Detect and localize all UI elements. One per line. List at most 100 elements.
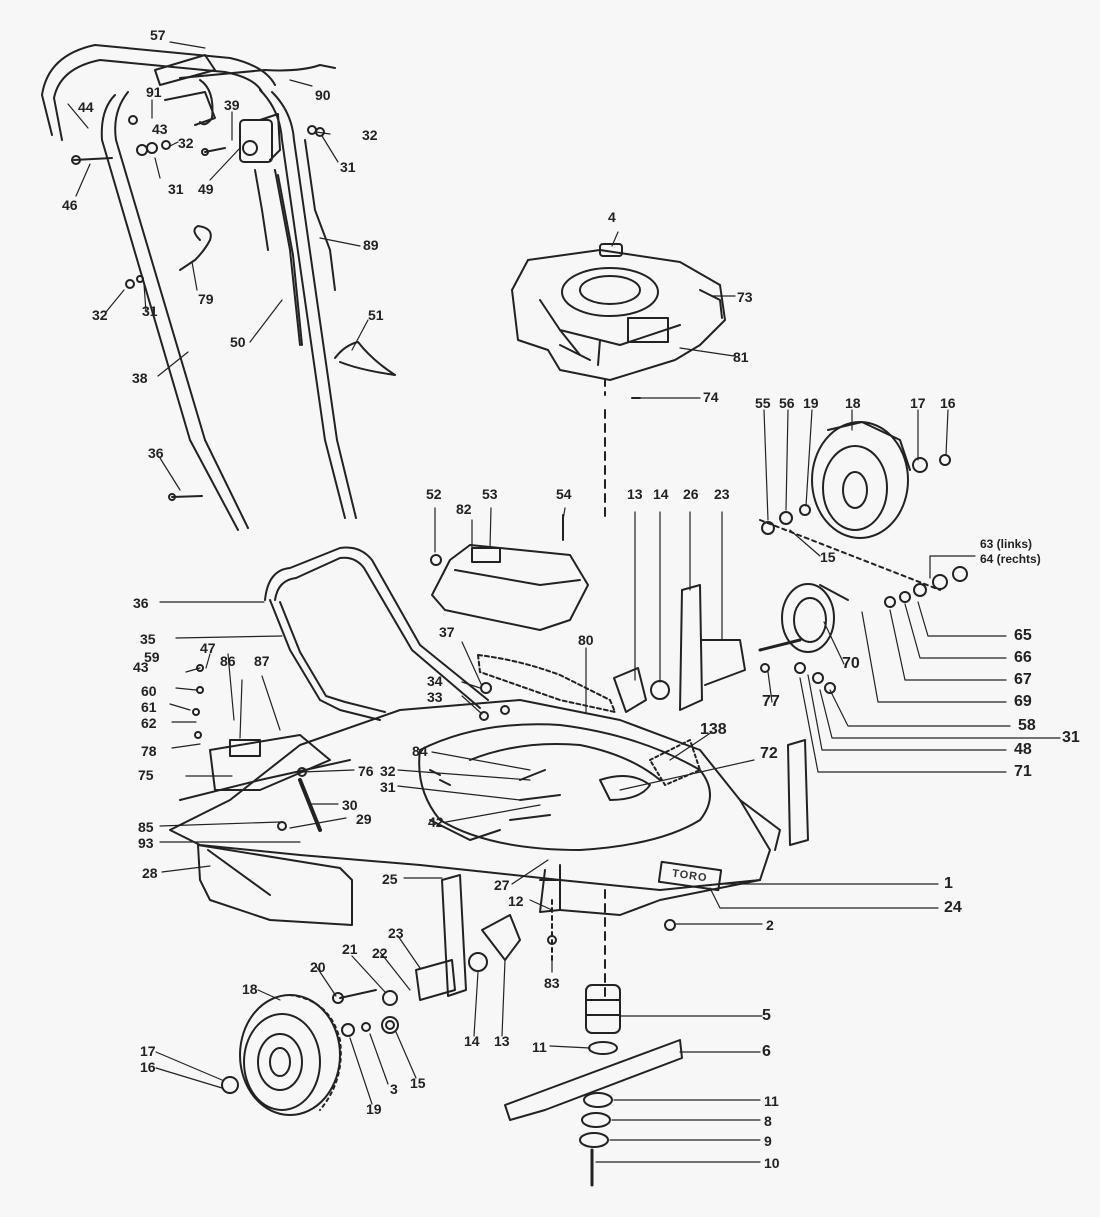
callout-46: 46	[62, 197, 78, 213]
callout-49: 49	[198, 181, 214, 197]
callout-50: 50	[230, 334, 246, 350]
callout-55: 55	[755, 395, 771, 411]
callout-11: 11	[764, 1093, 779, 1109]
callout-34: 34	[427, 673, 443, 689]
cable-tie	[334, 341, 396, 376]
callout-66: 66	[1014, 649, 1032, 666]
callout-15: 15	[820, 549, 836, 565]
callout-44: 44	[78, 99, 94, 115]
callout-78: 78	[141, 743, 157, 759]
mower-deck	[169, 699, 781, 916]
axle-hardware	[758, 454, 968, 694]
callout-10: 10	[764, 1155, 780, 1171]
blade-assembly	[504, 879, 683, 1187]
callout-18: 18	[845, 395, 861, 411]
callout-62: 62	[141, 715, 157, 731]
callout-89: 89	[363, 237, 379, 253]
callout-35: 35	[140, 631, 156, 647]
callout-81: 81	[733, 349, 749, 365]
callout-11: 11	[532, 1039, 547, 1055]
callout-85: 85	[138, 819, 154, 835]
callout-31: 31	[380, 779, 396, 795]
callout-80: 80	[578, 632, 594, 648]
cable-clip	[179, 225, 212, 271]
callout-4: 4	[608, 209, 616, 225]
height-adjuster-right	[613, 584, 809, 846]
leader-lines	[67, 41, 1061, 1163]
callout-74: 74	[703, 389, 719, 405]
callout-31: 31	[142, 303, 158, 319]
callout-17: 17	[140, 1043, 156, 1059]
callout-31: 31	[340, 159, 356, 175]
callout-42: 42	[428, 814, 444, 830]
control-bail	[199, 79, 214, 126]
callout-87: 87	[254, 653, 270, 669]
callout-33: 33	[427, 689, 443, 705]
lower-handle	[264, 546, 489, 721]
callout-91: 91	[146, 84, 162, 100]
callout-48: 48	[1014, 741, 1032, 758]
rear-deflector-bracket	[179, 734, 351, 801]
callout-6: 6	[762, 1043, 771, 1060]
rear-wheel-cap-left	[781, 583, 849, 653]
callout-43: 43	[152, 121, 168, 137]
engine	[511, 243, 726, 521]
callout-53: 53	[482, 486, 498, 502]
callout-59: 59	[144, 649, 160, 665]
callout-39: 39	[224, 97, 240, 113]
callout-1: 1	[944, 875, 953, 892]
callout-30: 30	[342, 797, 358, 813]
handle-cables	[254, 139, 336, 346]
callout-36: 36	[133, 595, 149, 611]
callout-20: 20	[310, 959, 326, 975]
callout-16: 16	[140, 1059, 156, 1075]
callout-3: 3	[390, 1081, 398, 1097]
callout-83: 83	[544, 975, 560, 991]
callout-23: 23	[714, 486, 730, 502]
callout-54: 54	[556, 486, 572, 502]
callout-64-rechts: 64 (rechts)	[980, 552, 1041, 566]
callout-12: 12	[508, 893, 524, 909]
callout-22: 22	[372, 945, 388, 961]
rear-flap	[197, 844, 353, 926]
rear-wheel-right	[811, 421, 911, 539]
callout-90: 90	[315, 87, 331, 103]
callout-58: 58	[1018, 717, 1036, 734]
callout-32: 32	[178, 135, 194, 151]
callout-73: 73	[737, 289, 753, 305]
callout-60: 60	[141, 683, 157, 699]
callout-86: 86	[220, 653, 236, 669]
callout-56: 56	[779, 395, 795, 411]
callout-24: 24	[944, 899, 962, 916]
callout-61: 61	[141, 699, 157, 715]
callout-27: 27	[494, 877, 510, 893]
callout-23: 23	[388, 925, 404, 941]
callout-76: 76	[358, 763, 374, 779]
height-adjuster-left	[332, 874, 521, 1037]
callout-31: 31	[168, 181, 184, 197]
callout-13: 13	[494, 1033, 510, 1049]
callout-65: 65	[1014, 627, 1032, 644]
upper-handle	[41, 44, 357, 531]
callout-82: 82	[456, 501, 472, 517]
callout-19: 19	[366, 1101, 382, 1117]
callout-93: 93	[138, 835, 154, 851]
callout-38: 38	[132, 370, 148, 386]
callout-79: 79	[198, 291, 214, 307]
callout-47: 47	[200, 640, 216, 656]
callout-67: 67	[1014, 671, 1032, 688]
deck-hardware	[192, 664, 676, 931]
callout-77: 77	[762, 693, 780, 710]
callout-52: 52	[426, 486, 442, 502]
callout-32: 32	[92, 307, 108, 323]
engine-cover	[430, 514, 589, 631]
callout-2: 2	[766, 917, 774, 933]
callout-16: 16	[940, 395, 956, 411]
callout-21: 21	[342, 941, 358, 957]
callout-25: 25	[382, 871, 398, 887]
callout-8: 8	[764, 1113, 772, 1129]
callout-14: 14	[464, 1033, 480, 1049]
callout-15: 15	[410, 1075, 426, 1091]
